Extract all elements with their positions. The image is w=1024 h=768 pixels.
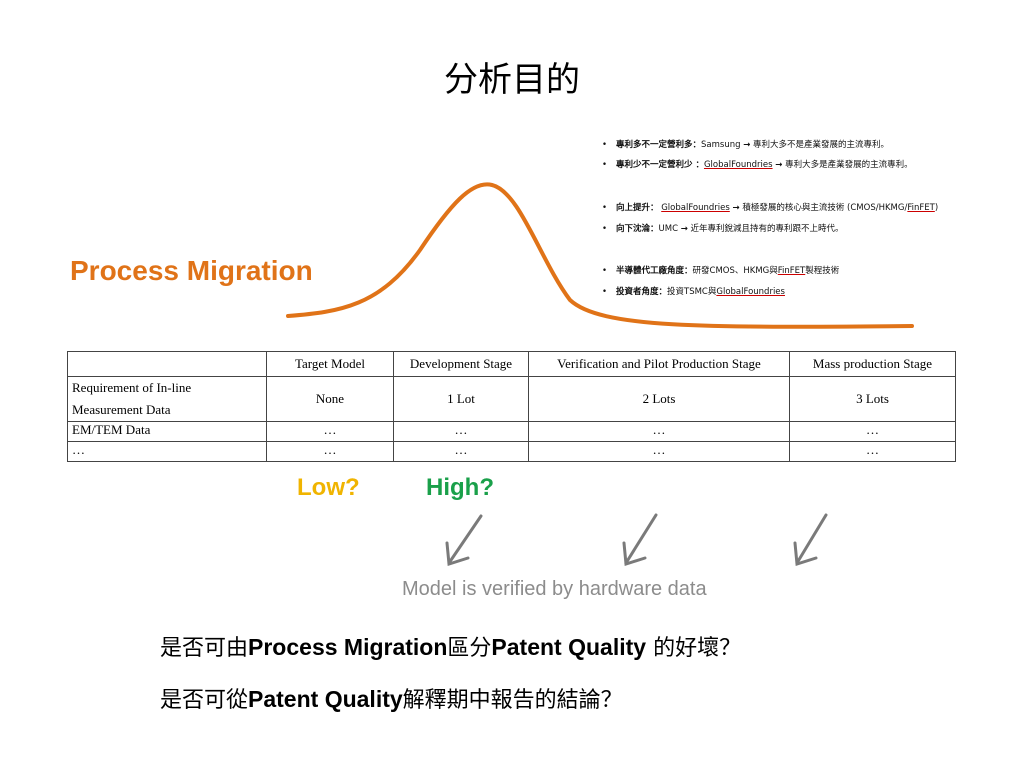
low-label: Low? [297,474,360,501]
row-label: … [67,441,267,462]
bullet-heading: 半導體代工廠角度： [616,266,693,276]
bullet-dot-icon: • [602,203,608,213]
table-cell: … [528,441,790,462]
bullet-item: • 專利少不一定營利少 ：GlobalFoundries → 專利大多是產業發展的… [602,158,913,170]
stage-table: Target Model Development Stage Verificat… [67,351,956,462]
bullet-item: • 向上提升： GlobalFoundries → 積極發展的核心與主流技術 (C… [602,201,938,213]
bullet-heading: 專利多不一定營利多： [616,140,702,150]
question-line: 是否可從Patent Quality解釋期中報告的結論？ [160,682,623,714]
bullet-dot-icon: • [602,266,608,276]
bullet-item: • 向下沈淪：UMC → 近年專利銳減且持有的專利跟不上時代。 [602,222,844,234]
arrow-right-icon: → [775,160,783,170]
bullet-text: 投資TSMC與 [667,287,717,297]
table-cell: … [266,441,394,462]
bullet-text: GlobalFoundries [703,160,773,170]
bullet-text: UMC [658,224,681,234]
question-text: Process Migration [248,634,448,660]
bullet-text: 專利大多不是產業發展的主流專利。 [750,140,890,150]
row-label: Requirement of In-line Measurement Data [67,376,267,422]
row-label-line: Measurement Data [72,402,171,417]
bullet-text: GlobalFoundries [716,287,785,297]
table-header-cell: Mass production Stage [789,351,956,377]
bullet-text: 研發CMOS、HKMG與 [692,266,778,276]
table-cell: 2 Lots [528,376,790,422]
bullet-text: 製程技術 [805,266,840,276]
question-text: 區分 [447,636,492,661]
arrow-right-icon: → [732,203,740,213]
bullet-heading: 專利少不一定營利少 ： [616,160,704,170]
bullet-dot-icon: • [602,224,608,234]
table-cell: 3 Lots [789,376,956,422]
page-title: 分析目的 [444,60,580,100]
question-line: 是否可由Process Migration區分Patent Quality 的好… [160,630,741,662]
bullet-item: • 專利多不一定營利多：Samsung → 專利大多不是產業發展的主流專利。 [602,138,889,150]
bullet-item: • 半導體代工廠角度：研發CMOS、HKMG與FinFET製程技術 [602,264,839,276]
verified-caption: Model is verified by hardware data [402,578,707,600]
question-text: 是否可從 [160,688,249,713]
bullet-dot-icon: • [602,160,608,170]
bullet-heading: 向下沈淪： [616,224,659,234]
bullet-item: • 投資者角度：投資TSMC與GlobalFoundries [602,285,785,297]
arrow-right-icon: → [743,140,751,150]
bullet-text: FinFET [777,266,806,276]
arrow-right-icon: → [680,224,688,234]
bullet-text: 專利大多是產業發展的主流專利。 [782,160,913,170]
bullet-text: GlobalFoundries [661,203,730,213]
table-row: … … … … … [67,441,956,462]
process-migration-label: Process Migration [70,255,313,286]
high-label: High? [426,474,494,501]
question-text: 解釋期中報告的結論？ [402,688,623,713]
table-cell: 1 Lot [393,376,529,422]
table-cell: … [789,441,956,462]
bullet-text: 積極發展的核心與主流技術 (CMOS/HKMG/ [739,203,908,213]
table-cell: None [266,376,394,422]
table-header-cell: Verification and Pilot Production Stage [528,351,790,377]
question-text: 的好壞？ [646,636,742,661]
table-row: EM/TEM Data … … … … [67,421,956,442]
bullet-heading: 向上提升： [616,203,659,213]
bullet-heading: 投資者角度： [616,287,668,297]
table-cell: … [393,441,529,462]
question-text: 是否可由 [160,636,249,661]
row-label-line: Requirement of In-line [72,380,192,395]
bullet-text: Samsung [701,140,744,150]
question-text: Patent Quality [248,686,403,712]
table-header-cell: Target Model [266,351,394,377]
table-cell: … [528,421,790,442]
table-header-cell: Development Stage [393,351,529,377]
table-header-cell [67,351,267,377]
bullet-dot-icon: • [602,287,608,297]
bullet-text: FinFET [907,203,935,213]
table-header-row: Target Model Development Stage Verificat… [67,351,956,377]
table-row: Requirement of In-line Measurement Data … [67,376,956,422]
table-cell: … [789,421,956,442]
table-cell: … [266,421,394,442]
bullet-text: 近年專利銳減且持有的專利跟不上時代。 [687,224,844,234]
question-text: Patent Quality [491,634,647,660]
table-cell: … [393,421,529,442]
row-label: EM/TEM Data [67,421,267,442]
bullet-dot-icon: • [602,140,608,150]
bullet-text: ) [934,203,939,213]
